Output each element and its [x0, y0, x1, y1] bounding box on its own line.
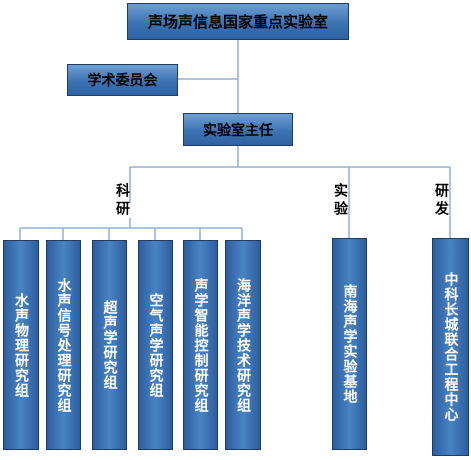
research-group-box: 空气声学研究组 — [138, 240, 173, 450]
director-box: 实验室主任 — [183, 113, 293, 146]
branch-label-research: 科研 — [114, 183, 130, 219]
lab-title: 声场声信息国家重点实验室 — [147, 13, 328, 31]
research-group-label: 水声物理研究组 — [13, 292, 29, 398]
research-group-box: 水声物理研究组 — [3, 240, 39, 450]
research-group-label: 声学智能控制研究组 — [192, 277, 209, 413]
development-center-box: 中科长城联合工程中心 — [432, 238, 469, 456]
committee-label: 学术委员会 — [87, 73, 158, 89]
research-group-box: 超声学研究组 — [92, 240, 127, 450]
research-group-label: 水声信号处理研究组 — [55, 277, 72, 413]
branch-label-experiment: 实验 — [332, 183, 348, 219]
research-group-box: 水声信号处理研究组 — [46, 240, 81, 450]
experiment-base-box: 南海声学实验基地 — [332, 238, 367, 450]
research-group-label: 海洋声学技术研究组 — [235, 277, 251, 413]
research-group-label: 空气声学研究组 — [147, 292, 164, 398]
research-group-box: 声学智能控制研究组 — [183, 240, 218, 450]
branch-label-development: 研发 — [433, 183, 449, 219]
research-group-label: 超声学研究组 — [101, 300, 118, 390]
lab-title-box: 声场声信息国家重点实验室 — [127, 3, 349, 40]
experiment-base-label: 南海声学实验基地 — [341, 284, 358, 404]
director-label: 实验室主任 — [203, 122, 273, 139]
development-center-label: 中科长城联合工程中心 — [442, 272, 459, 422]
research-group-box: 海洋声学技术研究组 — [225, 240, 261, 450]
committee-box: 学术委员会 — [67, 64, 178, 96]
